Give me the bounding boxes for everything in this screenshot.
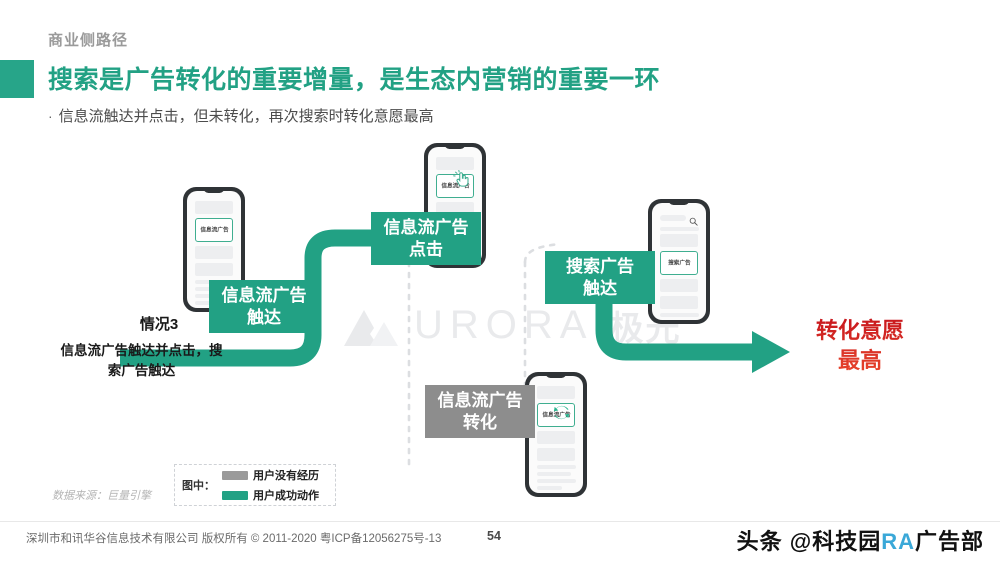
flow-node-label-line2: 触达 bbox=[247, 307, 281, 327]
content-row bbox=[660, 313, 700, 317]
legend: 图中： 用户没有经历 用户成功动作 bbox=[174, 464, 336, 506]
content-block bbox=[537, 448, 575, 461]
ad-card: 搜索广告 bbox=[660, 251, 698, 275]
flow-node-label-line2: 点击 bbox=[409, 239, 443, 259]
search-bar[interactable] bbox=[660, 213, 698, 226]
ad-card-label: 信息流广告 bbox=[199, 225, 229, 233]
phone-convert: 信息流广告 bbox=[525, 372, 587, 497]
flow-node-feed-click[interactable]: 信息流广告 点击 bbox=[371, 212, 481, 265]
footer-divider bbox=[0, 521, 1000, 522]
phone-notch bbox=[545, 373, 567, 378]
legend-title: 图中： bbox=[182, 480, 215, 492]
ad-card-label: 信息流广告 bbox=[541, 410, 571, 418]
content-block bbox=[660, 296, 698, 309]
legend-items: 用户没有经历 用户成功动作 bbox=[222, 467, 319, 503]
tap-icon bbox=[453, 169, 471, 188]
search-icon[interactable] bbox=[689, 213, 698, 226]
ad-card: 信息流广告 bbox=[537, 403, 575, 427]
phone-search-ad: 搜索广告 bbox=[648, 199, 710, 324]
page-title: 搜索是广告转化的重要增量，是生态内营销的重要一环 bbox=[48, 66, 661, 94]
flow-node-label: 信息流广告 转化 bbox=[438, 390, 523, 433]
content-block bbox=[195, 263, 233, 276]
content-row bbox=[537, 479, 577, 483]
channel-watermark-mid: RA bbox=[881, 529, 915, 554]
case-description: 信息流广告触达并点击，搜索广告触达 bbox=[60, 343, 223, 379]
flow-node-label: 信息流广告 触达 bbox=[222, 285, 307, 328]
phone-notch bbox=[668, 200, 690, 205]
headline-accent-block bbox=[0, 60, 34, 98]
content-row bbox=[537, 486, 563, 490]
flow-node-feed-reach[interactable]: 信息流广告 触达 bbox=[209, 280, 319, 333]
content-block bbox=[660, 234, 698, 247]
flow-node-label: 搜索广告 触达 bbox=[566, 256, 634, 299]
legend-label: 用户没有经历 bbox=[253, 470, 319, 482]
page-number: 54 bbox=[487, 529, 501, 543]
refresh-icon bbox=[553, 404, 570, 421]
channel-watermark: 头条 @科技园RA广告部 bbox=[737, 524, 984, 556]
subtitle-text: 信息流触达并点击，但未转化，再次搜索时转化意愿最高 bbox=[58, 108, 434, 125]
content-row bbox=[537, 465, 577, 469]
content-block bbox=[195, 201, 233, 214]
phone-notch bbox=[203, 188, 225, 193]
flow-node-label-line2: 转化 bbox=[463, 412, 497, 432]
slide-kicker: 商业侧路径 bbox=[48, 32, 129, 49]
flow-node-search-reach[interactable]: 搜索广告 触达 bbox=[545, 251, 655, 304]
flow-node-label-line1: 信息流广告 bbox=[437, 391, 523, 411]
content-row bbox=[195, 301, 221, 305]
conclusion-text: 转化意愿 最高 bbox=[795, 316, 925, 375]
subtitle-bullet: · 信息流触达并点击，但未转化，再次搜索时转化意愿最高 bbox=[48, 105, 434, 126]
phone-screen: 搜索广告 bbox=[652, 203, 706, 320]
legend-item-success-action: 用户成功动作 bbox=[222, 487, 319, 503]
legend-label: 用户成功动作 bbox=[253, 490, 319, 502]
channel-watermark-prefix: 头条 @科技园 bbox=[736, 529, 882, 554]
content-block bbox=[195, 246, 233, 259]
legend-swatch-gray bbox=[222, 470, 248, 480]
legend-item-not-experienced: 用户没有经历 bbox=[222, 467, 319, 483]
conclusion-line1: 转化意愿 bbox=[815, 318, 904, 343]
phone-screen: 信息流广告 bbox=[529, 376, 583, 493]
flow-node-label: 信息流广告 点击 bbox=[384, 217, 469, 260]
flow-node-label-line2: 触达 bbox=[583, 278, 617, 298]
flow-node-feed-convert[interactable]: 信息流广告 转化 bbox=[425, 385, 535, 438]
flow-node-label-line1: 信息流广告 bbox=[221, 286, 307, 306]
flow-node-label-line1: 搜索广告 bbox=[566, 257, 634, 277]
content-block bbox=[537, 386, 575, 399]
ad-card-label: 信息流广告 bbox=[440, 181, 470, 189]
channel-watermark-suffix: 广告部 bbox=[914, 529, 984, 554]
ad-card: 信息流广告 bbox=[195, 218, 233, 242]
phone-notch bbox=[444, 144, 466, 149]
ad-card-label: 搜索广告 bbox=[667, 258, 691, 266]
footer-copyright: 深圳市和讯华谷信息技术有限公司 版权所有 © 2011-2020 粤ICP备12… bbox=[26, 533, 442, 545]
content-row bbox=[537, 472, 572, 476]
legend-swatch-teal bbox=[222, 490, 248, 500]
content-block bbox=[537, 431, 575, 444]
flow-node-label-line1: 信息流广告 bbox=[383, 218, 469, 238]
data-source-note: 数据来源：巨量引擎 bbox=[52, 490, 151, 502]
content-block bbox=[660, 279, 698, 292]
conclusion-line2: 最高 bbox=[837, 347, 882, 373]
flow-arrow-head bbox=[752, 331, 790, 373]
phone-screen: 信息流广告 bbox=[187, 191, 241, 308]
case-title: 情况3 bbox=[139, 316, 179, 333]
content-block bbox=[436, 157, 474, 170]
content-block bbox=[436, 202, 474, 215]
content-row bbox=[660, 227, 700, 231]
search-input[interactable] bbox=[660, 214, 686, 221]
bullet-marker: · bbox=[48, 108, 53, 124]
ad-card: 信息流广告 bbox=[436, 169, 474, 198]
